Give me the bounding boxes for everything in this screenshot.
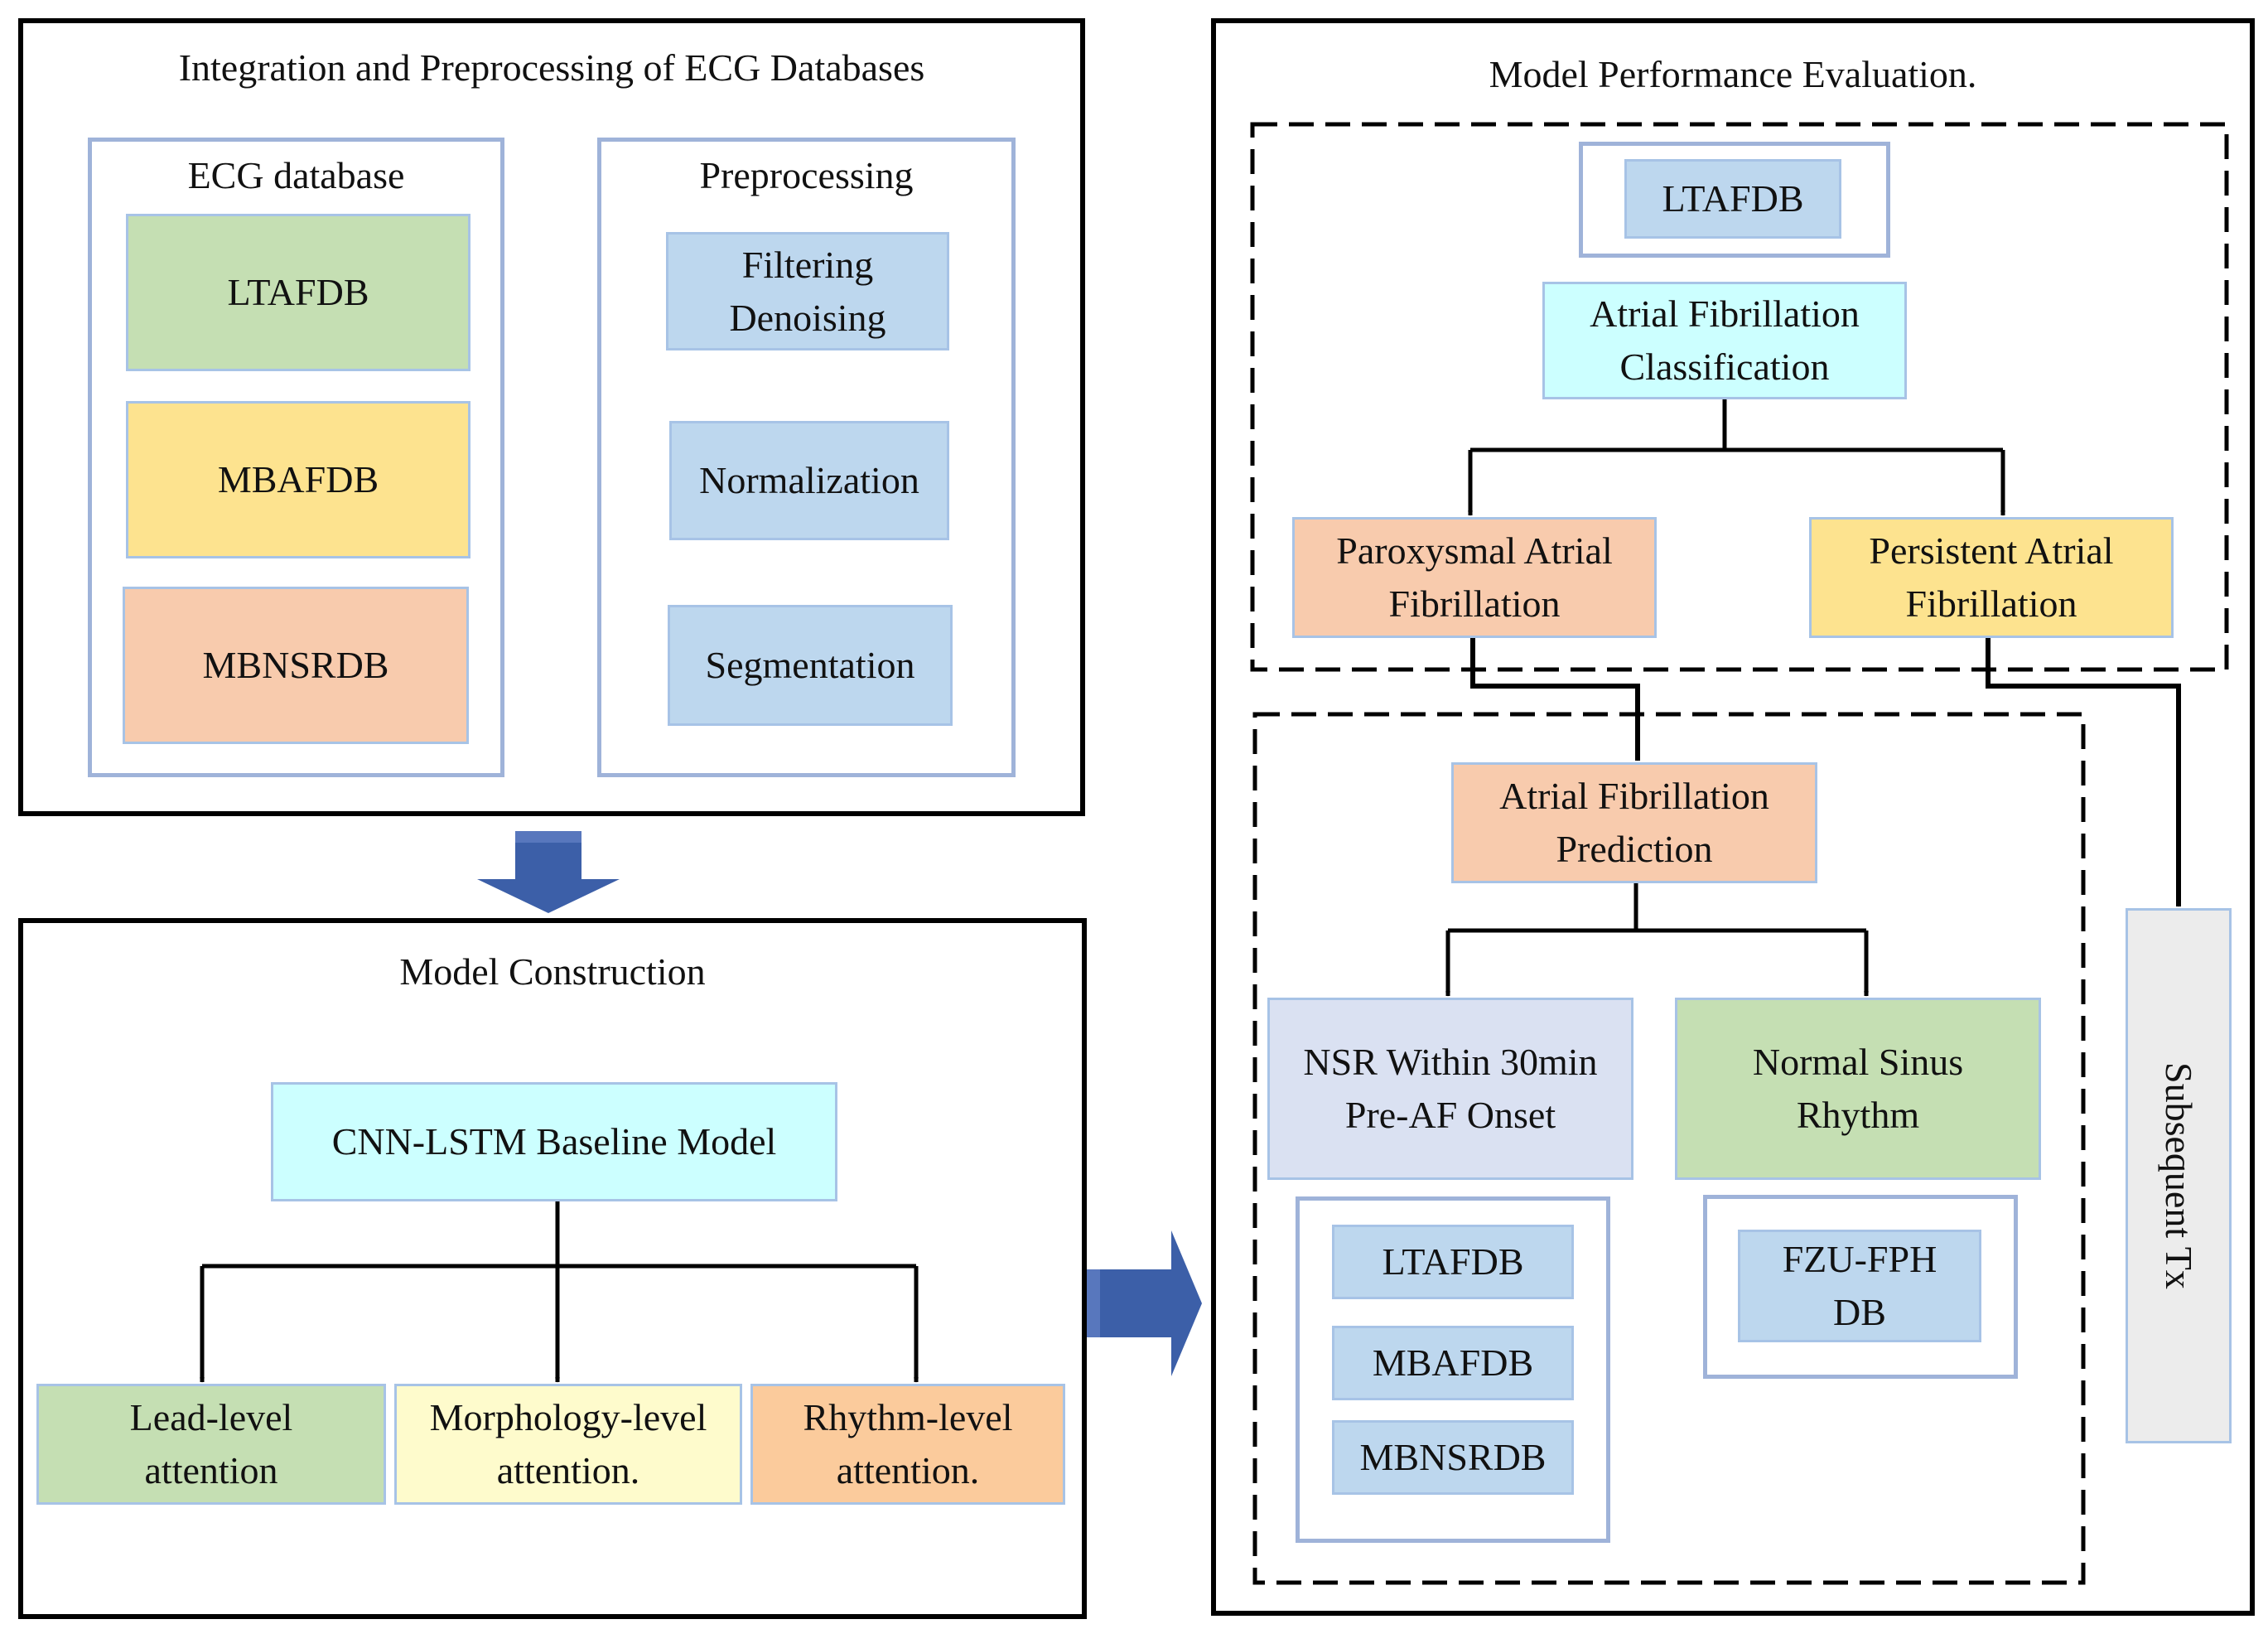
construction-panel [18,918,1087,1619]
paroxysmal-af-box: Paroxysmal Atrial Fibrillation [1292,517,1657,638]
integration-panel-title: Integration and Preprocessing of ECG Dat… [178,46,925,89]
lead-level-attention: Lead-level attention [36,1384,386,1505]
persistent-af-box: Persistent Atrial Fibrillation [1809,517,2174,638]
nsr-pre-af-box: NSR Within 30min Pre-AF Onset [1267,998,1633,1180]
ecg-db-mbnsrdb: MBNSRDB [123,587,469,744]
prediction-dashed-region [1252,712,2086,1585]
subsequent-tx-label: Subsequent Tx [2158,1062,2200,1289]
step-filtering-denoising: Filtering Denoising [666,232,949,350]
af-classification-box: Atrial Fibrillation Classification [1542,282,1907,399]
subsequent-tx-box: Subsequent Tx [2126,908,2232,1443]
down-flow-arrow [477,831,620,913]
evaluation-panel [1211,18,2255,1616]
arrow-paroxysmal-to-prediction [1470,638,1640,761]
normal-sinus-rhythm-box: Normal Sinus Rhythm [1675,998,2041,1180]
normal-db-fzu-fph: FZU-FPH DB [1738,1230,1981,1342]
classification-dashed-region [1250,122,2229,672]
nsr-db-mbafdb: MBAFDB [1332,1326,1574,1400]
ecg-db-ltafdb: LTAFDB [126,214,470,371]
rhythm-level-attention: Rhythm-level attention. [750,1384,1065,1505]
ecg-database-title: ECG database [187,154,405,196]
nsr-db-ltafdb: LTAFDB [1332,1225,1574,1299]
step-normalization: Normalization [669,421,949,540]
arrow-persistent-to-subsequent [1986,638,2181,907]
evaluation-panel-title: Model Performance Evaluation. [1489,53,1977,95]
step-segmentation: Segmentation [668,605,953,726]
right-flow-arrow [1087,1230,1202,1376]
af-prediction-box: Atrial Fibrillation Prediction [1451,762,1817,883]
nsr-db-mbnsrdb: MBNSRDB [1332,1420,1574,1495]
baseline-model-box: CNN-LSTM Baseline Model [271,1082,837,1201]
ecg-db-mbafdb: MBAFDB [126,401,470,558]
construction-panel-title: Model Construction [399,950,706,993]
integration-panel [18,18,1085,816]
classification-db-ltafdb: LTAFDB [1624,159,1841,239]
morphology-level-attention: Morphology-level attention. [394,1384,742,1505]
preprocessing-title: Preprocessing [699,154,914,196]
